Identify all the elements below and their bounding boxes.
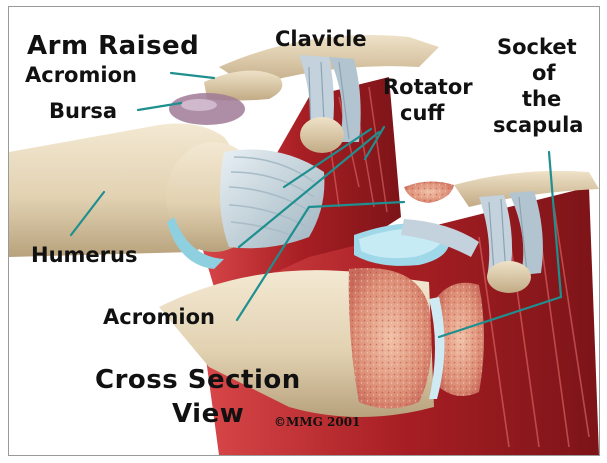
illustration-frame: Arm Raised Clavicle Acromion Bursa Rotat… [8, 6, 600, 456]
label-humerus: Humerus [31, 245, 137, 266]
label-socket-line4: scapula [493, 115, 583, 136]
label-socket-line1: Socket [497, 37, 577, 58]
label-bursa: Bursa [49, 101, 117, 122]
title-arm-raised: Arm Raised [27, 33, 199, 59]
label-socket-line2: of [532, 63, 556, 84]
label-clavicle: Clavicle [275, 29, 367, 50]
label-acromion-top: Acromion [25, 65, 137, 86]
leader-acromion-top [171, 73, 214, 78]
title-cross-section-line1: Cross Section [95, 367, 301, 393]
label-rotator-line1: Rotator [383, 77, 473, 98]
label-socket-line3: the [522, 89, 561, 110]
top-rotator-cuff [220, 150, 324, 249]
label-acromion-bottom: Acromion [103, 307, 215, 328]
copyright-text: ©MMG 2001 [274, 416, 360, 428]
label-rotator-line2: cuff [400, 103, 444, 124]
title-cross-section-line2: View [172, 401, 244, 427]
